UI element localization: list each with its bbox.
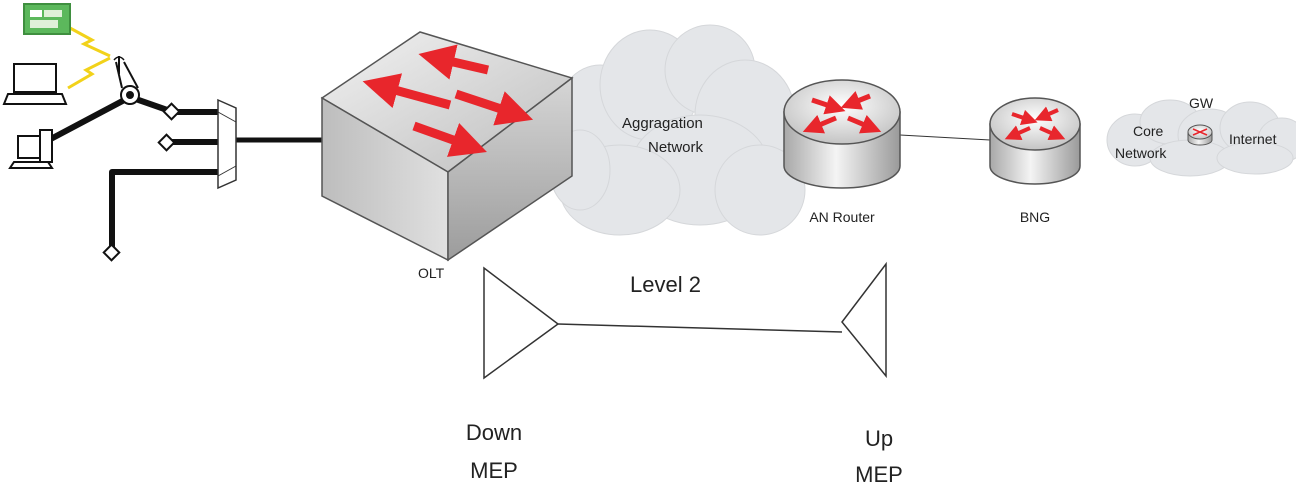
an-router-label: AN Router xyxy=(809,209,875,225)
core-network-label-1: Core xyxy=(1133,123,1164,139)
wireless-signal-icon-2 xyxy=(67,56,111,90)
up-mep-triangle xyxy=(841,261,887,379)
gw-label: GW xyxy=(1189,95,1214,111)
down-mep-label-1: Down xyxy=(466,420,522,445)
down-mep-triangle xyxy=(483,266,560,380)
mep-maintenance-link xyxy=(557,323,843,333)
access-drop-cables xyxy=(28,94,220,252)
internet-label: Internet xyxy=(1229,131,1277,147)
up-mep-label-1: Up xyxy=(865,426,893,451)
wireless-access-point-icon xyxy=(113,56,140,105)
aggregation-network-label-1: Aggragation xyxy=(622,115,703,132)
up-mep-label-2: MEP xyxy=(855,462,903,487)
an-router-icon xyxy=(783,79,901,189)
aggregation-network-label-2: Network xyxy=(648,139,704,156)
gw-router-icon xyxy=(1187,124,1213,146)
level-label: Level 2 xyxy=(630,272,701,297)
wireless-signal-icon xyxy=(69,26,111,58)
laptop-icon xyxy=(2,63,68,105)
bng-label: BNG xyxy=(1020,209,1050,225)
down-mep-label-2: MEP xyxy=(470,458,518,483)
monitor-icon xyxy=(23,3,71,35)
splitter-icon xyxy=(217,98,237,190)
bng-router-icon xyxy=(989,97,1081,185)
olt-label: OLT xyxy=(418,265,445,281)
connector-nodes xyxy=(102,102,181,262)
link-an-router-to-bng xyxy=(899,134,991,141)
desktop-pc-icon xyxy=(8,129,54,169)
olt-switch-arrows xyxy=(362,44,534,157)
olt-switch-icon xyxy=(320,31,574,262)
core-network-label-2: Network xyxy=(1115,145,1167,161)
